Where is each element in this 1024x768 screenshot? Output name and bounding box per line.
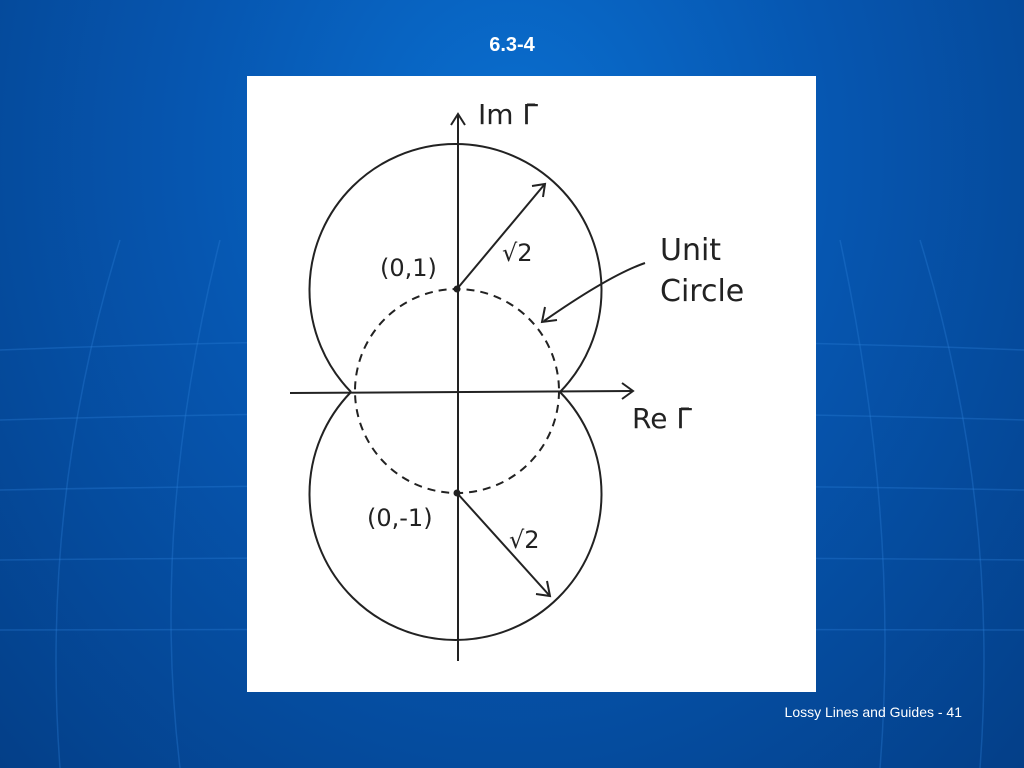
slide-title: 6.3-4: [489, 34, 535, 56]
upper-radius-arrowhead: [531, 182, 547, 198]
x-axis-label: Re Γ̄: [632, 402, 692, 435]
upper-radius-label: √2: [502, 239, 533, 267]
upper-radius-arrow: [456, 184, 545, 290]
unit-circle-pointer: [543, 262, 646, 322]
lower-center-point: [453, 489, 461, 497]
unit-circle-label-line2: Circle: [660, 274, 744, 309]
lower-radius-label: √2: [509, 526, 540, 554]
unit-circle-pointer-head: [540, 306, 558, 324]
upper-circle-arc: [308, 143, 603, 393]
lower-radius-arrowhead: [535, 580, 552, 598]
unit-circle-label-line1: Unit: [660, 233, 721, 268]
y-axis-label: Im Γ̄: [478, 98, 538, 131]
lower-circle-arc: [308, 391, 603, 641]
real-axis: [289, 390, 633, 394]
figure-panel: Im Γ̄ Re Γ̄ (0,1) (0,-1) √2 √2 Unit Circ…: [247, 76, 816, 692]
lower-center-label: (0,-1): [367, 504, 433, 532]
lower-radius-arrow: [456, 492, 550, 596]
slide-footer: Lossy Lines and Guides - 41: [784, 704, 962, 720]
real-axis-arrow: [621, 382, 635, 400]
unit-circle-diagram: Im Γ̄ Re Γ̄ (0,1) (0,-1) √2 √2 Unit Circ…: [289, 98, 744, 661]
upper-center-label: (0,1): [380, 254, 437, 282]
upper-center-point: [453, 285, 461, 293]
imaginary-axis-arrow: [450, 112, 466, 126]
